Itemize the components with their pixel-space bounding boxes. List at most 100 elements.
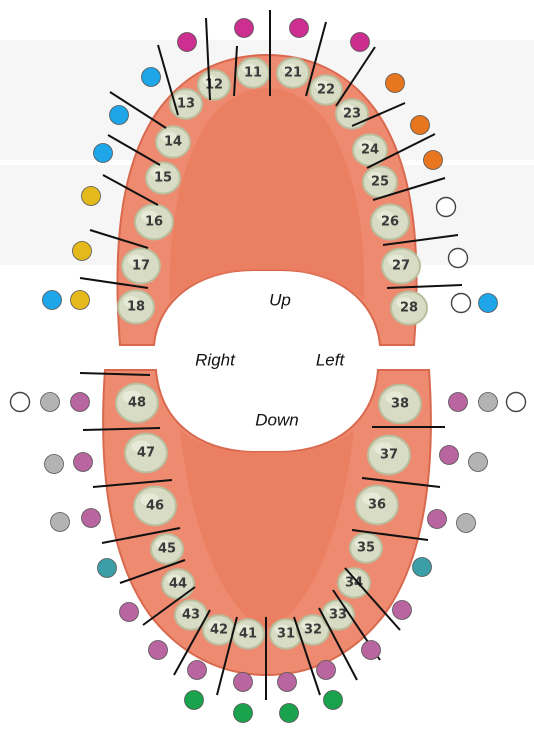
marker-15-blue <box>94 144 113 163</box>
marker-46-gray <box>51 513 70 532</box>
tooth-number: 26 <box>381 215 399 230</box>
marker-23-orange <box>386 74 405 93</box>
tooth-number: 31 <box>277 627 295 642</box>
tooth-25: 25 <box>363 166 397 197</box>
marker-14-blue <box>110 106 129 125</box>
tooth-number: 11 <box>244 66 262 81</box>
marker-42-purple <box>188 661 207 680</box>
label-right: Right <box>195 351 236 370</box>
marker-44-purple <box>120 603 139 622</box>
tooth-15: 15 <box>146 162 180 193</box>
tooth-number: 25 <box>371 175 389 190</box>
tooth-number: 21 <box>284 66 302 81</box>
tooth-14: 14 <box>156 126 190 157</box>
tooth-number: 48 <box>128 396 146 411</box>
tooth-18: 18 <box>118 290 154 323</box>
marker-31-purple <box>278 673 297 692</box>
marker-48-purple <box>71 393 90 412</box>
marker-18-yellow <box>71 291 90 310</box>
label-down: Down <box>255 411 298 430</box>
marker-35-teal <box>413 558 432 577</box>
tooth-number: 24 <box>361 143 379 158</box>
marker-12-magenta <box>178 33 197 52</box>
tooth-number: 14 <box>164 135 182 150</box>
marker-42-green <box>185 691 204 710</box>
tooth-27: 27 <box>382 249 420 284</box>
marker-33-purple <box>362 641 381 660</box>
tooth-number: 44 <box>169 577 187 592</box>
tooth-12: 12 <box>198 70 230 99</box>
marker-47-purple <box>74 453 93 472</box>
marker-41-purple <box>234 673 253 692</box>
marker-11-magenta <box>235 19 254 38</box>
tooth-number: 47 <box>137 446 155 461</box>
marker-22-magenta <box>351 33 370 52</box>
tooth-16: 16 <box>135 205 173 240</box>
tooth-17: 17 <box>122 249 160 284</box>
tooth-34: 34 <box>338 568 370 597</box>
tooth-41: 41 <box>232 619 264 648</box>
marker-16-yellow <box>82 187 101 206</box>
marker-38-purple <box>449 393 468 412</box>
tooth-23: 23 <box>336 99 368 128</box>
tooth-38: 38 <box>379 385 421 424</box>
tooth-11: 11 <box>237 58 269 87</box>
tooth-number: 45 <box>158 542 176 557</box>
tooth-number: 17 <box>132 259 150 274</box>
label-up: Up <box>269 291 291 310</box>
tooth-number: 12 <box>205 78 223 93</box>
tooth-45: 45 <box>151 534 183 563</box>
tooth-37: 37 <box>368 436 410 475</box>
tooth-number: 16 <box>145 215 163 230</box>
marker-26-white <box>437 198 456 217</box>
label-left: Left <box>316 351 346 370</box>
tooth-number: 15 <box>154 171 172 186</box>
marker-25-orange <box>424 151 443 170</box>
marker-27-white <box>449 249 468 268</box>
marker-32-purple <box>317 661 336 680</box>
tooth-number: 27 <box>392 259 410 274</box>
marker-34-purple <box>393 601 412 620</box>
tooth-number: 37 <box>380 448 398 463</box>
marker-45-teal <box>98 559 117 578</box>
tooth-number: 46 <box>146 499 164 514</box>
tooth-48: 48 <box>116 384 158 423</box>
tooth-35: 35 <box>350 533 382 562</box>
marker-18-blue <box>43 291 62 310</box>
marker-24-orange <box>411 116 430 135</box>
marker-47-gray <box>45 455 64 474</box>
tooth-number: 22 <box>317 83 335 98</box>
tooth-36: 36 <box>356 486 398 525</box>
tooth-21: 21 <box>277 58 309 87</box>
marker-36-gray <box>457 514 476 533</box>
tooth-number: 18 <box>127 300 145 315</box>
tooth-number: 38 <box>391 397 409 412</box>
tooth-26: 26 <box>371 205 409 240</box>
tooth-number: 43 <box>182 608 200 623</box>
tooth-44: 44 <box>162 569 194 598</box>
tooth-number: 41 <box>239 627 257 642</box>
tooth-46: 46 <box>134 487 176 526</box>
tooth-28: 28 <box>391 291 427 324</box>
marker-48-gray <box>41 393 60 412</box>
marker-31-green <box>280 704 299 723</box>
marker-41-green <box>234 704 253 723</box>
marker-43-purple <box>149 641 168 660</box>
marker-17-yellow <box>73 242 92 261</box>
marker-37-purple <box>440 446 459 465</box>
marker-46-purple <box>82 509 101 528</box>
tooth-number: 32 <box>304 623 322 638</box>
marker-28-blue <box>479 294 498 313</box>
tooth-number: 42 <box>210 623 228 638</box>
marker-38-gray <box>479 393 498 412</box>
marker-38-white <box>507 393 526 412</box>
tooth-22: 22 <box>310 75 342 104</box>
tooth-47: 47 <box>125 434 167 473</box>
tooth-number: 13 <box>177 97 195 112</box>
marker-37-gray <box>469 453 488 472</box>
marker-48-white <box>11 393 30 412</box>
tooth-number: 33 <box>329 608 347 623</box>
tooth-number: 36 <box>368 498 386 513</box>
marker-36-purple <box>428 510 447 529</box>
